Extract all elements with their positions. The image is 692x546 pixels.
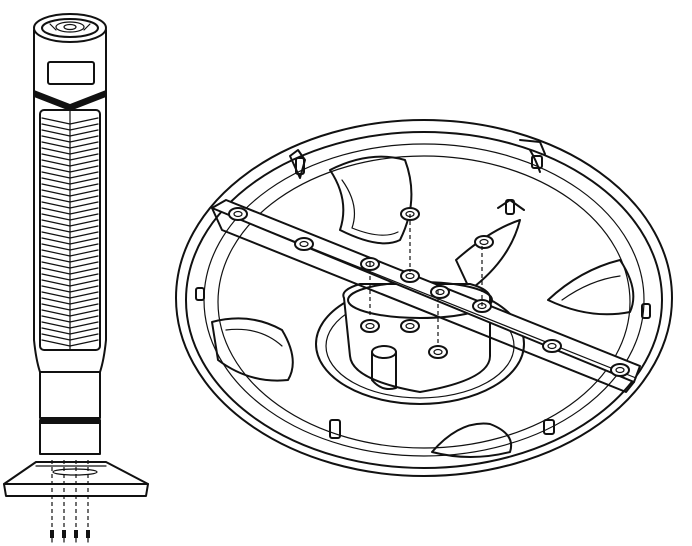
screw-boss: [542, 339, 562, 353]
base-outer-rim: [175, 119, 673, 477]
base-vent-cutouts: [211, 155, 635, 458]
screw-alignment-lines: [369, 214, 483, 346]
screw-icon: [86, 460, 90, 543]
screw-boss: [400, 319, 420, 333]
screw-boss: [474, 235, 494, 249]
base-center-hub: [315, 281, 525, 405]
fan-chevron-band: [34, 90, 106, 111]
fan-display-window: [47, 61, 95, 85]
fan-top-control-panel: [33, 13, 107, 43]
base-cross-brace: [211, 199, 641, 393]
fan-neck-band: [39, 419, 101, 455]
rim-tabs: [195, 139, 651, 439]
screw-group: [50, 460, 90, 543]
screw-icon: [62, 460, 66, 543]
tower-fan-icon: [33, 13, 107, 455]
fan-grille: [39, 109, 101, 351]
screw-boss: [228, 207, 248, 221]
screw-boss: [430, 285, 450, 299]
screw-icon: [74, 460, 78, 543]
screw-boss: [360, 319, 380, 333]
screw-boss: [610, 363, 630, 377]
screw-boss: [294, 237, 314, 251]
base-assembly-view: [175, 119, 673, 477]
screw-boss: [428, 345, 448, 359]
screw-icon: [50, 460, 54, 543]
